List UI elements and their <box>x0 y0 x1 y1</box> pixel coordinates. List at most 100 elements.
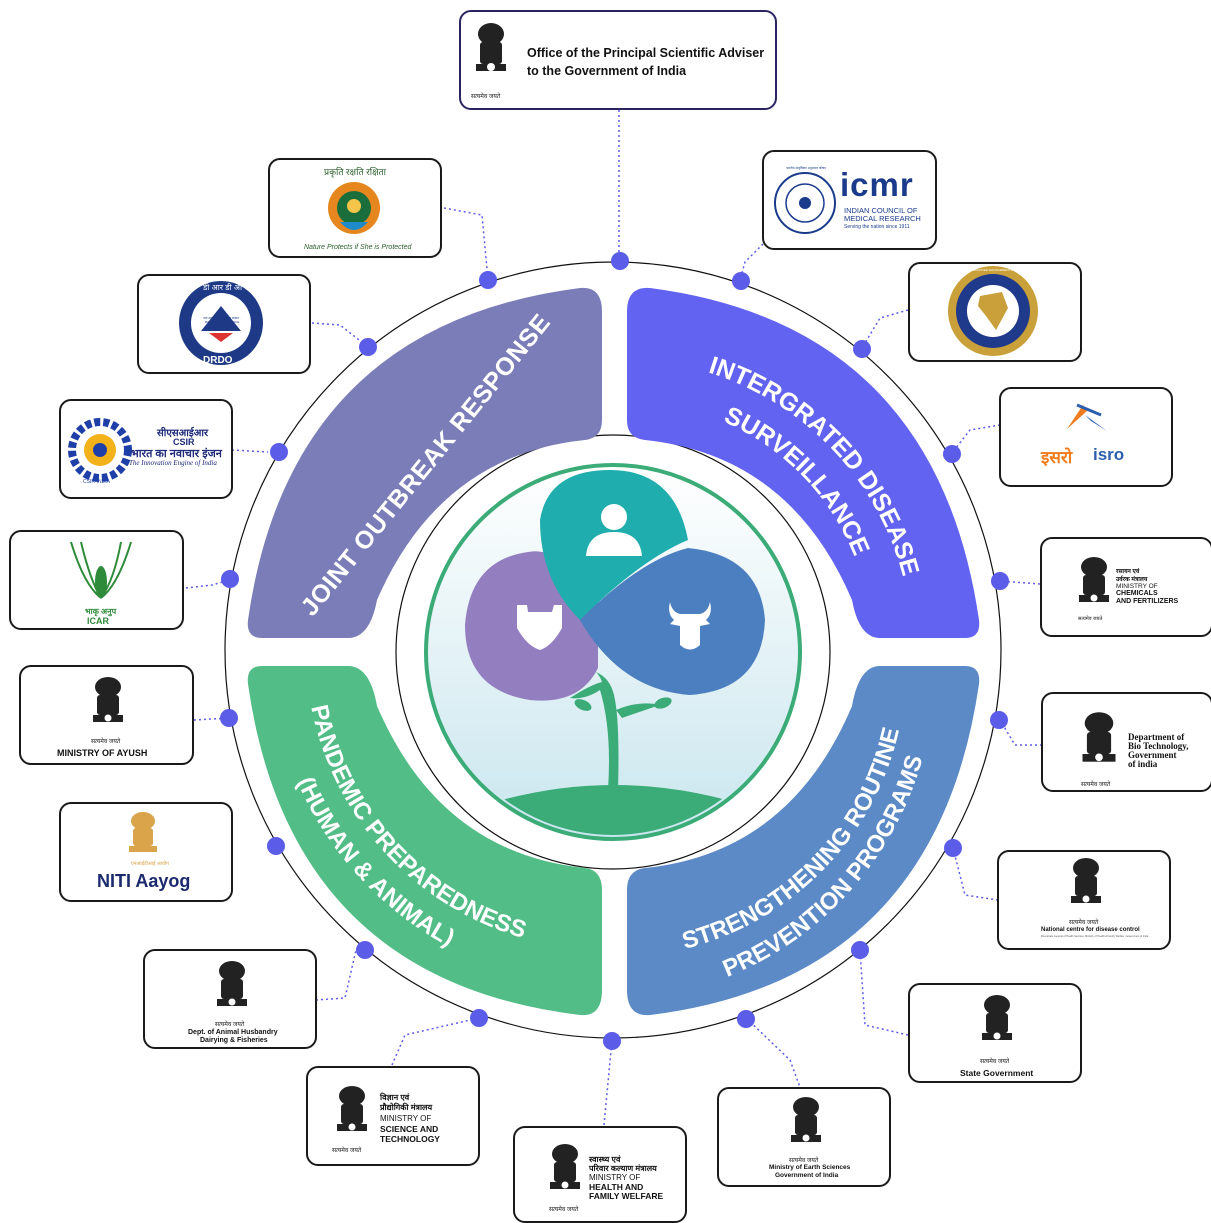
chem-line2: CHEMICALS <box>1116 590 1158 597</box>
dbt-line2: Bio Technology, <box>1128 741 1189 751</box>
cow-face-icon <box>669 602 711 650</box>
org-state: सत्यमेव जयते State Government <box>908 983 1082 1083</box>
org-ncdc: सत्यमेव जयते National centre for disease… <box>997 850 1171 950</box>
icmr-ring-text: भारतीय आयुर्विज्ञान अनुसंधान परिषद <box>786 166 826 170</box>
dbt-line3: Government <box>1128 750 1177 760</box>
national-emblem-icon <box>476 23 506 71</box>
ahd-line2: Dairying & Fisheries <box>200 1037 268 1044</box>
icmr-line2: MEDICAL RESEARCH <box>844 214 921 223</box>
org-csir: CSIR-INDIA सीएसआईआर CSIR भारत का नवाचार … <box>59 399 233 499</box>
drdo-hindi: डी आर डी ओ <box>203 283 243 292</box>
niti-label: NITI Aayog <box>97 871 191 891</box>
csir-badge: CSIR-INDIA <box>83 479 110 485</box>
chem-hindi2: उर्वरक मंत्रालय <box>1116 577 1148 583</box>
mst-line1: MINISTRY OF <box>380 1114 432 1123</box>
national-emblem-icon <box>982 995 1012 1040</box>
drdo-ring-text: रक्षा अनुसंधान एवं विकास संगठन · MINISTR… <box>203 316 241 324</box>
mohfw-line1: MINISTRY OF <box>589 1173 641 1182</box>
ndma-logo <box>948 266 1038 356</box>
moes-line1: Ministry of Earth Sciences <box>769 1164 851 1171</box>
chem-motto: सत्यमेव जयते <box>1078 616 1103 622</box>
mst-hindi2: प्रौद्योगिकी मंत्रालय <box>380 1103 433 1112</box>
mst-motto: सत्यमेव जयते <box>332 1148 362 1154</box>
csir-line1: सीएसआईआर <box>157 428 209 439</box>
org-moes: सत्यमेव जयते Ministry of Earth Sciences … <box>717 1087 891 1187</box>
ahd-line1: Dept. of Animal Husbandry <box>188 1029 278 1036</box>
state-motto: सत्यमेव जयते <box>980 1059 1010 1065</box>
animal-face-icon <box>517 605 562 650</box>
moes-motto: सत्यमेव जयते <box>789 1158 819 1164</box>
national-emblem-icon <box>1079 557 1109 602</box>
national-emblem-icon <box>1071 858 1101 903</box>
mohfw-line3: FAMILY WELFARE <box>589 1191 664 1201</box>
mohfw-hindi2: परिवार कल्याण मंत्रालय <box>589 1164 657 1173</box>
org-dbt: सत्यमेव जयते Department of Bio Technolog… <box>1041 692 1211 792</box>
chem-hindi1: रसायन एवं <box>1116 569 1140 575</box>
icar-label: ICAR <box>87 616 109 626</box>
icmr-line3: Serving the nation since 1911 <box>844 224 910 230</box>
state-label: State Government <box>960 1068 1034 1078</box>
icmr-seal <box>774 172 836 234</box>
org-ahd: सत्यमेव जयते Dept. of Animal Husbandry D… <box>143 949 317 1049</box>
mst-line2: SCIENCE AND <box>380 1124 439 1134</box>
org-isro: इसरो isro <box>999 387 1173 487</box>
dbt-line1: Department of <box>1128 732 1185 742</box>
csir-line2: CSIR <box>173 437 195 447</box>
org-niti: एनआईटीआई आयोग NITI Aayog <box>59 802 233 902</box>
chem-line3: AND FERTILIZERS <box>1116 598 1179 605</box>
ahd-motto: सत्यमेव जयते <box>215 1022 245 1028</box>
national-emblem-icon <box>1082 712 1116 762</box>
org-mohfw: सत्यमेव जयते स्वास्थ्य एवं परिवार कल्याण… <box>513 1126 687 1223</box>
mohfw-line2: HEALTH AND <box>589 1182 644 1192</box>
quadrant-integrated-surveillance <box>627 287 980 638</box>
csir-logo <box>68 418 132 482</box>
ncdc-sub: Directorate General of Health Services, … <box>1041 935 1149 938</box>
org-chem: सत्यमेव जयते रसायन एवं उर्वरक मंत्रालय M… <box>1040 537 1211 637</box>
icmr-line1: INDIAN COUNCIL OF <box>844 206 918 215</box>
ayush-label: MINISTRY OF AYUSH <box>57 748 148 758</box>
dbt-line4: of india <box>1128 759 1158 769</box>
niti-hindi: एनआईटीआई आयोग <box>131 861 169 867</box>
national-emblem-icon <box>217 961 247 1006</box>
moes-line2: Government of India <box>775 1172 839 1179</box>
moefcc-logo <box>328 182 380 234</box>
org-icar: भाकृ अनुप ICAR <box>9 530 184 630</box>
sapling-icon <box>570 672 619 790</box>
connector-dots <box>220 252 1009 1050</box>
ncdc-label: National centre for disease control <box>1041 927 1140 933</box>
org-psa: सत्यमेव जयते Office of the Principal Sci… <box>459 10 777 110</box>
csir-line3: भारत का नवाचार इंजन <box>131 448 222 460</box>
connector-lines <box>185 110 1042 1126</box>
csir-line4: The Innovation Engine of India <box>129 459 217 467</box>
icmr-logo-text: icmr <box>840 166 914 203</box>
psa-line2: to the Government of India <box>527 64 687 78</box>
mst-line3: TECHNOLOGY <box>380 1134 440 1144</box>
icar-wheat-icon <box>70 541 132 599</box>
org-icmr: भारतीय आयुर्विज्ञान अनुसंधान परिषद icmr … <box>762 150 937 250</box>
isro-hindi: इसरो <box>1041 448 1073 467</box>
isro-label: isro <box>1093 445 1125 464</box>
national-emblem-icon <box>93 677 123 722</box>
org-mst: सत्यमेव जयते विज्ञान एवं प्रौद्योगिकी मं… <box>306 1066 480 1166</box>
quadrant-pandemic-preparedness <box>247 666 602 1016</box>
icar-hindi: भाकृ अनुप <box>85 607 117 616</box>
inner-ring <box>395 434 831 870</box>
psa-line1: Office of the Principal Scientific Advis… <box>527 46 765 60</box>
national-emblem-icon <box>337 1086 367 1131</box>
quadrant-joint-outbreak <box>247 287 602 638</box>
psa-motto: सत्यमेव जयते <box>471 94 501 100</box>
ayush-motto: सत्यमेव जयते <box>91 739 121 745</box>
moefcc-text-bottom: Nature Protects if She is Protected <box>304 244 412 251</box>
drdo-label: DRDO <box>203 355 233 366</box>
chem-line1: MINISTRY OF <box>1116 583 1158 590</box>
ncdc-motto: सत्यमेव जयते <box>1069 920 1099 926</box>
moefcc-text-top: प्रकृति रक्षति रक्षिता <box>324 167 387 177</box>
quadrant-routine-prevention <box>627 666 980 1016</box>
national-emblem-icon <box>129 812 157 852</box>
national-emblem-icon <box>791 1097 821 1142</box>
mohfw-hindi1: स्वास्थ्य एवं <box>589 1155 621 1164</box>
drdo-logo <box>179 281 263 365</box>
national-emblem-icon <box>550 1144 580 1189</box>
